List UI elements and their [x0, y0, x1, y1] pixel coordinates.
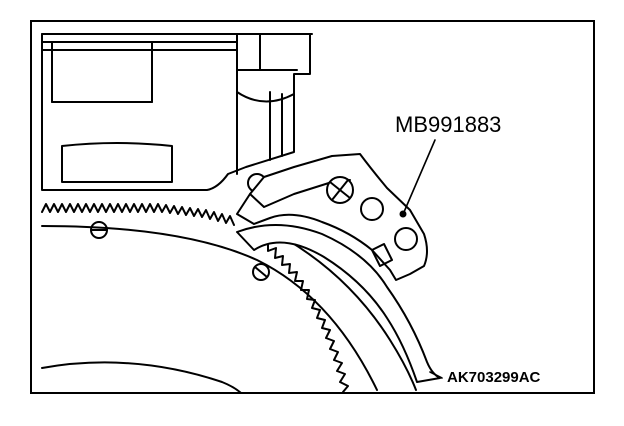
flywheel-bolt-holes [90, 221, 270, 281]
tool-callout-label: MB991883 [395, 112, 502, 137]
figure-reference-code: AK703299AC [447, 369, 541, 386]
technical-illustration: MB991883 AK703299AC [30, 20, 595, 394]
ring-gear-teeth-top [41, 203, 235, 226]
engine-block [41, 33, 313, 193]
flywheel-stopper-tool [236, 153, 441, 383]
flywheel-drawing [41, 33, 443, 392]
ring-gear-teeth-side [243, 227, 349, 392]
